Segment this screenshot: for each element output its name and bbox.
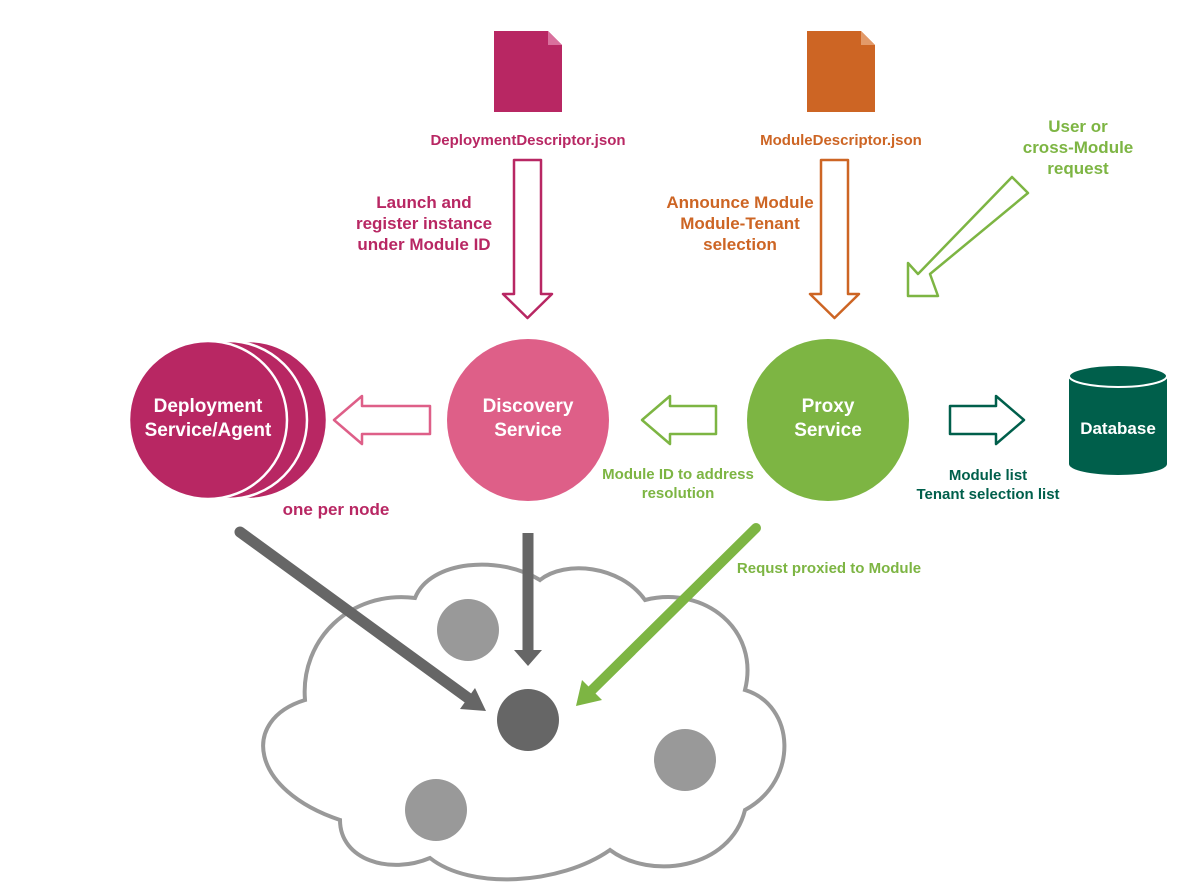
- module-id-resolution-label: Module ID to address resolution: [602, 466, 754, 502]
- one-per-node-label: one per node: [282, 500, 390, 519]
- launch-register-arrow: [501, 158, 554, 320]
- announce-module-label: Announce Module Module-Tenant selection: [666, 193, 814, 254]
- proxy-to-discovery-arrow: [640, 394, 718, 446]
- module-descriptor-file-icon: [807, 31, 875, 112]
- discovery-to-deployment-arrow: [332, 394, 432, 446]
- proxy-service-node: [747, 339, 909, 501]
- module-instance-3: [405, 779, 467, 841]
- user-request-label: User or cross-Module request: [1022, 117, 1134, 178]
- database-title: Database: [1080, 419, 1156, 438]
- deployment-agent-node: [127, 339, 329, 501]
- deployment-descriptor-label: DeploymentDescriptor.json: [430, 132, 626, 149]
- deploy-arrow: [234, 526, 486, 711]
- module-instance-2: [654, 729, 716, 791]
- user-request-arrow: [906, 175, 1030, 298]
- proxied-request-arrow: [576, 523, 761, 706]
- proxy-to-database-arrow: [948, 394, 1026, 446]
- launch-register-label: Launch and register instance under Modul…: [355, 193, 493, 254]
- module-instance-1: [437, 599, 499, 661]
- deployment-agent-title: Deployment Service/Agent: [144, 396, 272, 441]
- discovery-service-title: Discovery Service: [482, 396, 574, 441]
- request-proxied-label: Requst proxied to Module: [736, 560, 922, 577]
- deployment-descriptor-file-icon: [494, 31, 562, 112]
- discovery-service-node: [447, 339, 609, 501]
- module-instance-target: [497, 689, 559, 751]
- announce-module-arrow: [808, 158, 861, 320]
- module-descriptor-label: ModuleDescriptor.json: [760, 132, 922, 149]
- proxy-service-title: Proxy Service: [794, 396, 862, 441]
- discovery-arrow: [514, 533, 542, 666]
- database-icon: [1068, 364, 1168, 475]
- module-lists-label: Module list Tenant selection list: [916, 467, 1060, 503]
